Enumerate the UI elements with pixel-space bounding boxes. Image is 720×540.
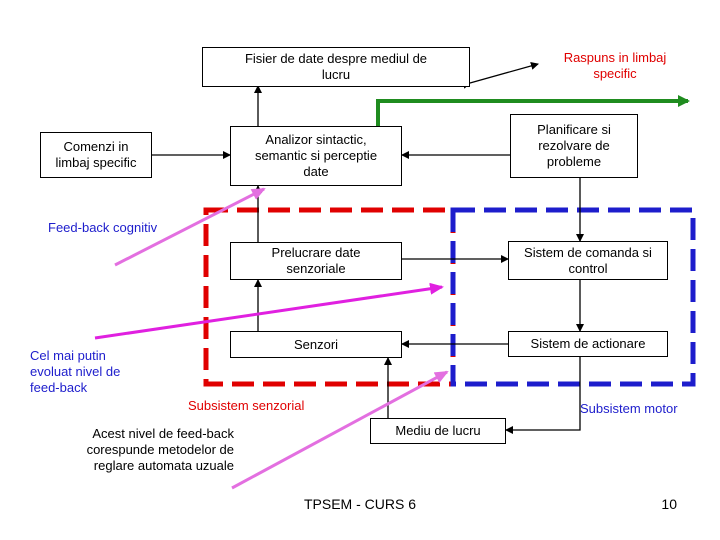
box-senzori: Senzori (230, 331, 402, 358)
label-subsistem-senzorial: Subsistem senzorial (188, 398, 305, 413)
pink-automatic-control-arrow (231, 370, 449, 490)
box-mediu-lucru: Mediu de lucru (370, 418, 506, 444)
label-raspuns-limbaj: Raspuns in limbaj specific (563, 50, 667, 81)
box-planificare: Planificare si rezolvare de probleme (510, 114, 638, 178)
footer-page-number: 10 (661, 496, 677, 512)
box-sistem-comanda: Sistem de comanda si control (508, 241, 668, 280)
label-cel-mai-putin-evoluat: Cel mai putin evoluat nivel de feed-back (30, 348, 121, 395)
box-comenzi: Comenzi in limbaj specific (40, 132, 152, 178)
box-sistem-actionare: Sistem de actionare (508, 331, 668, 357)
red-dashed-subsystem-border (203, 207, 456, 387)
label-subsistem-motor: Subsistem motor (580, 401, 678, 416)
box-analizor: Analizor sintactic, semantic si percepti… (230, 126, 402, 186)
footer-course-title: TPSEM - CURS 6 (303, 496, 416, 512)
pink-cognitive-feedback-arrow (114, 187, 266, 267)
box-fisier-date: Fisier de date despre mediul de lucru (202, 47, 470, 87)
arrow-actionare-to-mediu (505, 357, 581, 434)
blue-dashed-subsystem-border (450, 207, 696, 387)
green-response-arrow (376, 95, 690, 126)
label-feedback-cognitiv: Feed-back cognitiv (48, 220, 158, 235)
box-prelucrare-date: Prelucrare date senzoriale (230, 242, 402, 280)
label-acest-nivel: Acest nivel de feed-back corespunde meto… (86, 426, 234, 473)
arrow-fisier-planificare-bidirectional (462, 62, 539, 89)
magenta-lowest-feedback-arrow (94, 282, 444, 340)
